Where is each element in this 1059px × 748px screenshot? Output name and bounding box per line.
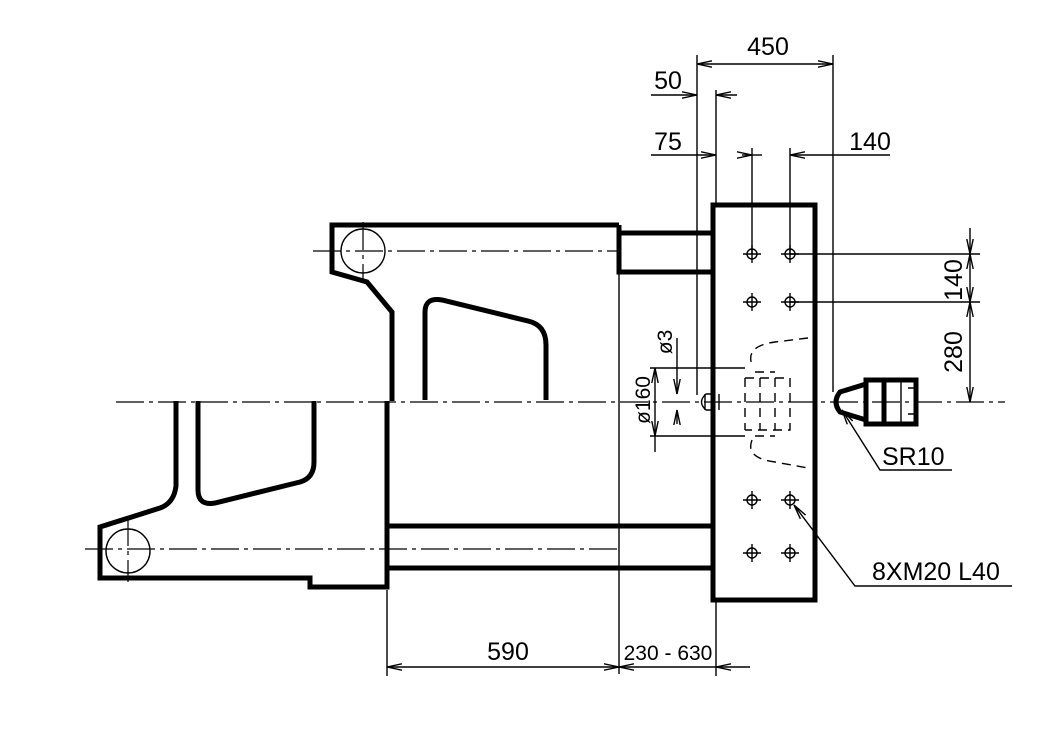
construction-lines <box>85 55 1005 676</box>
dimension-450: 450 <box>697 33 833 64</box>
dim-75-label: 75 <box>654 128 682 156</box>
upper-link-arm-outline <box>329 222 619 401</box>
dim-230-630-label: 230 - 630 <box>624 642 713 665</box>
callout-bolt-pattern: 8XM20 L40 <box>794 505 1012 587</box>
dimension-phi3: ø3 <box>654 330 677 424</box>
dimension-phi160: ø160 <box>632 368 655 452</box>
nozzle-detail <box>900 380 916 424</box>
upper-inner-rib <box>422 297 549 400</box>
bolt-pattern-label: 8XM20 L40 <box>872 558 1000 586</box>
dim-590-label: 590 <box>487 638 529 666</box>
dim-140v-label: 140 <box>940 259 968 301</box>
dim-50-label: 50 <box>654 67 682 95</box>
dim-280-label: 280 <box>940 331 968 373</box>
top-tie-bar <box>616 225 713 275</box>
bolt-hole <box>743 293 761 311</box>
bolt-hole <box>743 491 761 509</box>
lower-link-arm-outline <box>97 401 390 590</box>
bolt-hole-group <box>743 245 799 562</box>
bolt-hole <box>743 544 761 562</box>
sr10-label: SR10 <box>882 443 945 471</box>
dim-phi3-label: ø3 <box>654 330 677 355</box>
dimension-140-vertical: 140 <box>940 228 970 302</box>
dimension-280: 280 <box>940 302 970 402</box>
nozzle-bushing-hidden <box>750 337 809 469</box>
dimension-140-horizontal: 140 <box>742 128 891 156</box>
dim-phi160-label: ø160 <box>632 376 655 424</box>
lower-inner-rib <box>195 401 317 506</box>
ejector-pin <box>700 393 713 411</box>
callout-sr10: SR10 <box>842 410 952 471</box>
locating-ring-hidden <box>744 371 791 437</box>
dim-450-label: 450 <box>747 33 789 61</box>
bottom-tie-bar <box>387 523 713 571</box>
dimension-75: 75 <box>651 128 762 156</box>
dim-140h-label: 140 <box>849 128 891 156</box>
dimension-590: 590 <box>387 638 619 667</box>
bolt-hole <box>781 544 799 562</box>
dimension-50: 50 <box>651 67 737 95</box>
bolt-hole <box>781 491 799 509</box>
dimension-230-630: 230 - 630 <box>619 642 750 667</box>
